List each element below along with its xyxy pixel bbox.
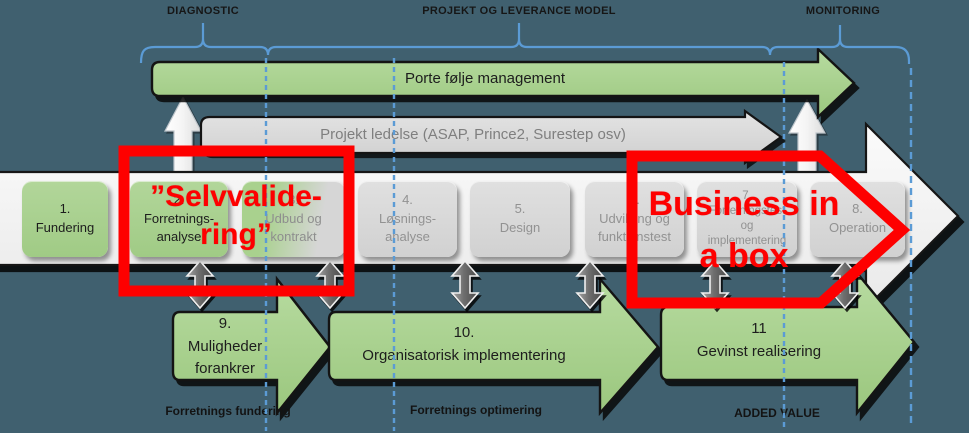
bottom-arrow-10-label: 10. Organisatorisk implementering — [362, 324, 566, 364]
double-arrow-icon — [315, 259, 345, 310]
phase-box-1: 1. Fundering — [22, 181, 108, 257]
double-arrow-icon — [185, 259, 215, 310]
double-arrow-icon — [450, 259, 480, 310]
phase-box-4: 4. Løsnings- analyse — [358, 181, 457, 257]
business-in-a-box-annotation-text: Business in a box — [648, 185, 840, 275]
bottom-arrow-10-shape — [327, 275, 660, 417]
bottom-label-added-value: ADDED VALUE — [734, 406, 820, 420]
bottom-arrow-11-label: 11 Gevinst realisering — [696, 320, 822, 360]
bottom-arrow-9-label: 9. Muligheder forankrer — [187, 315, 263, 377]
section-label-monitoring: MONITORING — [805, 5, 881, 17]
phase-box-5: 5. Design — [470, 181, 570, 257]
portfolio-management-arrow-label: Porte følje management — [404, 70, 566, 87]
project-management-arrow-label: Projekt ledelse (ASAP, Prince2, Surestep… — [320, 126, 626, 143]
up-arrow-icon-left — [164, 95, 202, 175]
bottom-label-forretnings-optimering: Forretnings optimering — [410, 403, 542, 417]
double-arrow-icon — [575, 259, 605, 310]
bottom-label-forretnings-fundering: Forretnings fundering — [165, 404, 291, 418]
bottom-arrow-9-shape — [171, 275, 332, 417]
section-label-projekt-model: PROJEKT OG LEVERANCE MODEL — [422, 5, 616, 17]
section-label-diagnostic: DIAGNOSTIC — [166, 5, 240, 17]
selvvalidering-annotation-text: ”Selvvalide- ring” — [150, 180, 322, 252]
